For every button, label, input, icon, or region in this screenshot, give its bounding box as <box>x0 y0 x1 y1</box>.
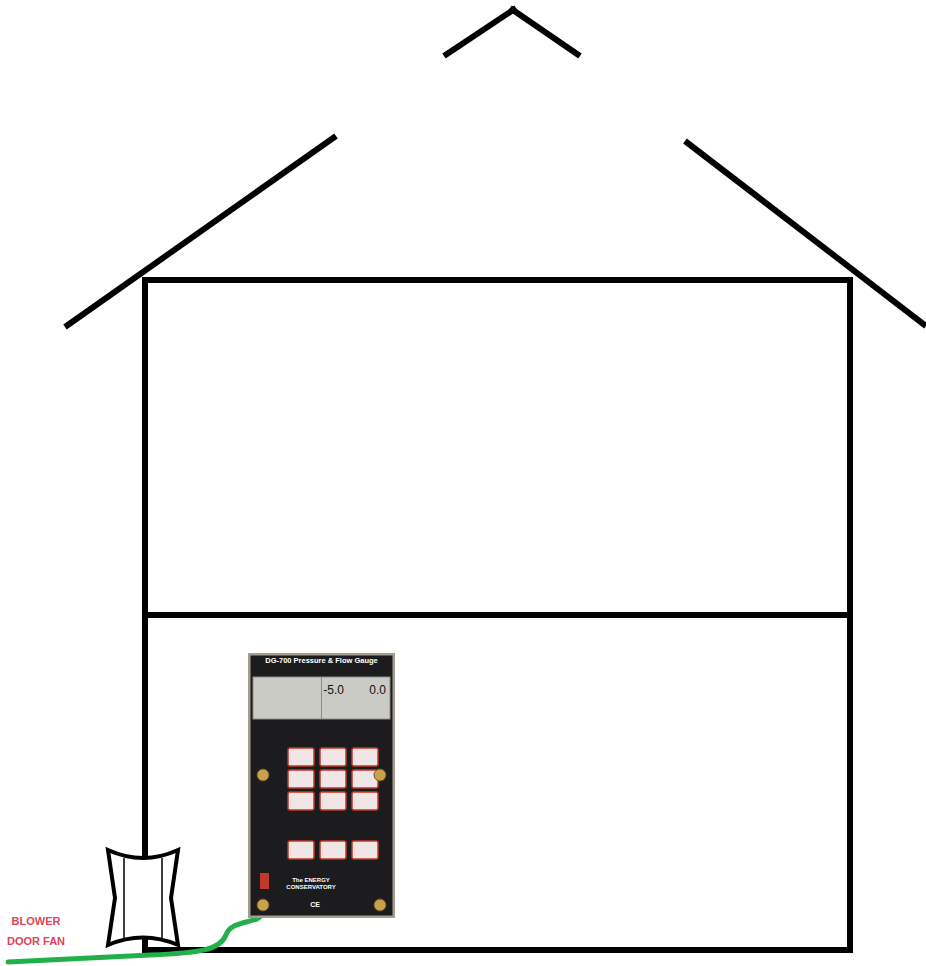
fan-band <box>124 858 162 938</box>
floor-line <box>145 612 850 618</box>
pressure-port <box>374 899 386 911</box>
fan-label: BLOWER DOOR FAN <box>4 911 68 951</box>
gauge-button <box>320 748 346 766</box>
house-wall <box>145 280 850 950</box>
gauge-text: DG-700 Pressure & Flow Gauge <box>252 657 391 666</box>
roof-line <box>685 141 926 326</box>
roof-line <box>444 8 516 56</box>
fan-shroud <box>108 850 178 945</box>
gauge-text: The ENERGY CONSERVATORY <box>278 877 344 891</box>
gauge-button <box>288 841 314 859</box>
gauge-screen <box>253 677 390 719</box>
gauge-button <box>288 748 314 766</box>
gauge-button <box>320 792 346 810</box>
roof-line <box>65 136 336 327</box>
gauge-button <box>352 792 378 810</box>
pressure-port <box>374 769 386 781</box>
gauge-button <box>320 841 346 859</box>
display-reading: 0.0 <box>348 684 386 698</box>
power-switch <box>260 873 269 889</box>
gauge-button <box>288 792 314 810</box>
screen-divider <box>321 677 322 719</box>
gauge-case <box>249 654 394 917</box>
pressure-port <box>257 899 269 911</box>
gauge-text: CE <box>300 901 330 909</box>
pressure-gauge: DG-700 Pressure & Flow Gauge -5.0 0.0The E… <box>248 653 395 918</box>
gauge-button <box>288 770 314 788</box>
roof-line <box>510 8 580 56</box>
display-reading: -5.0 <box>300 684 344 698</box>
pressure-port <box>257 769 269 781</box>
gauge-button <box>352 841 378 859</box>
blower-door-fan <box>108 850 178 945</box>
gauge-button <box>320 770 346 788</box>
gauge-button <box>352 748 378 766</box>
